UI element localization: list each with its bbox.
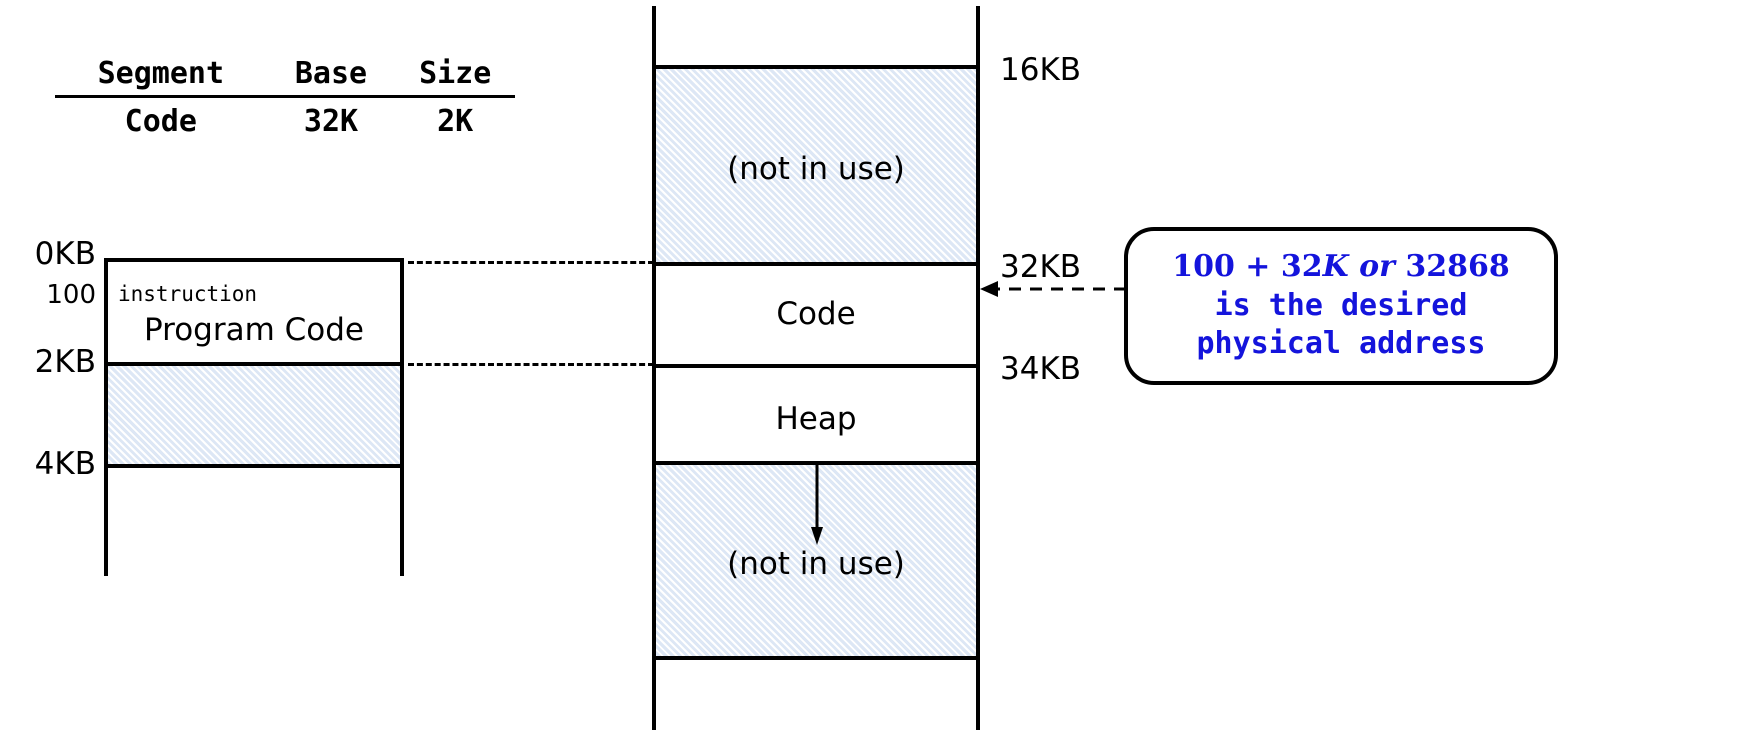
physical-memory-right-border bbox=[976, 6, 980, 730]
virtual-free-region bbox=[106, 362, 402, 466]
table-row: Code 32K 2K bbox=[55, 97, 515, 139]
table-header-row: Segment Base Size bbox=[55, 56, 515, 98]
callout-box: 100 + 32K or 32868 is the desired physic… bbox=[1124, 227, 1558, 385]
instruction-label: instruction bbox=[118, 282, 258, 306]
physical-memory-left-border bbox=[652, 6, 656, 730]
virtual-address-label-2kb: 2KB bbox=[34, 344, 96, 380]
callout-expression-or: or bbox=[1359, 249, 1395, 285]
physical-divider-34kb bbox=[652, 364, 980, 368]
column-header-size: Size bbox=[395, 56, 515, 98]
virtual-space-2kb-divider bbox=[104, 362, 404, 366]
cell-segment-name: Code bbox=[124, 104, 197, 139]
connector-dashed-top bbox=[408, 261, 654, 264]
callout-expression-value: 32868 bbox=[1405, 249, 1510, 285]
physical-address-label-32kb: 32KB bbox=[1000, 249, 1082, 285]
heap-growth-arrow-icon bbox=[811, 463, 823, 545]
connector-dashed-bottom bbox=[408, 363, 654, 366]
virtual-space-4kb-divider bbox=[104, 464, 404, 468]
column-header-base: Base bbox=[266, 56, 396, 98]
column-header-segment: Segment bbox=[55, 56, 267, 98]
cell-segment-size: 2K bbox=[437, 104, 474, 139]
physical-section-label-not-in-use-bottom: (not in use) bbox=[727, 546, 905, 582]
virtual-space-top-border bbox=[104, 258, 404, 262]
cell-segment-base: 32K bbox=[303, 104, 359, 139]
physical-address-label-34kb: 34KB bbox=[1000, 351, 1082, 387]
physical-divider-bottom bbox=[652, 656, 980, 660]
callout-line-3: physical address bbox=[1196, 326, 1486, 362]
physical-divider-16kb bbox=[652, 65, 980, 69]
physical-memory: (not in use) Code Heap (not in use) 16KB… bbox=[652, 6, 1081, 730]
virtual-address-space: 0KB 100 2KB 4KB instruction Program Code bbox=[35, 236, 404, 576]
callout-line-1: 100 + 32K or 32868 bbox=[1172, 248, 1510, 286]
callout-expression-prefix: 100 + 32 bbox=[1172, 249, 1323, 285]
virtual-address-label-0kb: 0KB bbox=[34, 236, 96, 272]
callout-line-2: is the desired bbox=[1214, 287, 1468, 323]
physical-section-label-not-in-use-top: (not in use) bbox=[727, 151, 905, 187]
physical-divider-32kb bbox=[652, 262, 980, 266]
callout-expression-k: K bbox=[1322, 249, 1349, 285]
program-code-label: Program Code bbox=[143, 312, 364, 348]
virtual-address-label-100: 100 bbox=[46, 280, 96, 310]
virtual-space-left-border bbox=[104, 258, 108, 576]
callout-pointer-arrow-icon bbox=[980, 281, 1126, 297]
segment-table: Segment Base Size Code 32K 2K bbox=[55, 56, 515, 139]
physical-address-label-16kb: 16KB bbox=[1000, 52, 1082, 88]
physical-section-label-heap: Heap bbox=[775, 401, 857, 437]
virtual-address-label-4kb: 4KB bbox=[34, 446, 96, 482]
physical-free-region-top bbox=[654, 67, 978, 262]
physical-section-label-code: Code bbox=[776, 296, 856, 332]
virtual-space-right-border bbox=[400, 258, 404, 576]
segment-table-grid: Segment Base Size Code 32K 2K bbox=[55, 56, 515, 139]
